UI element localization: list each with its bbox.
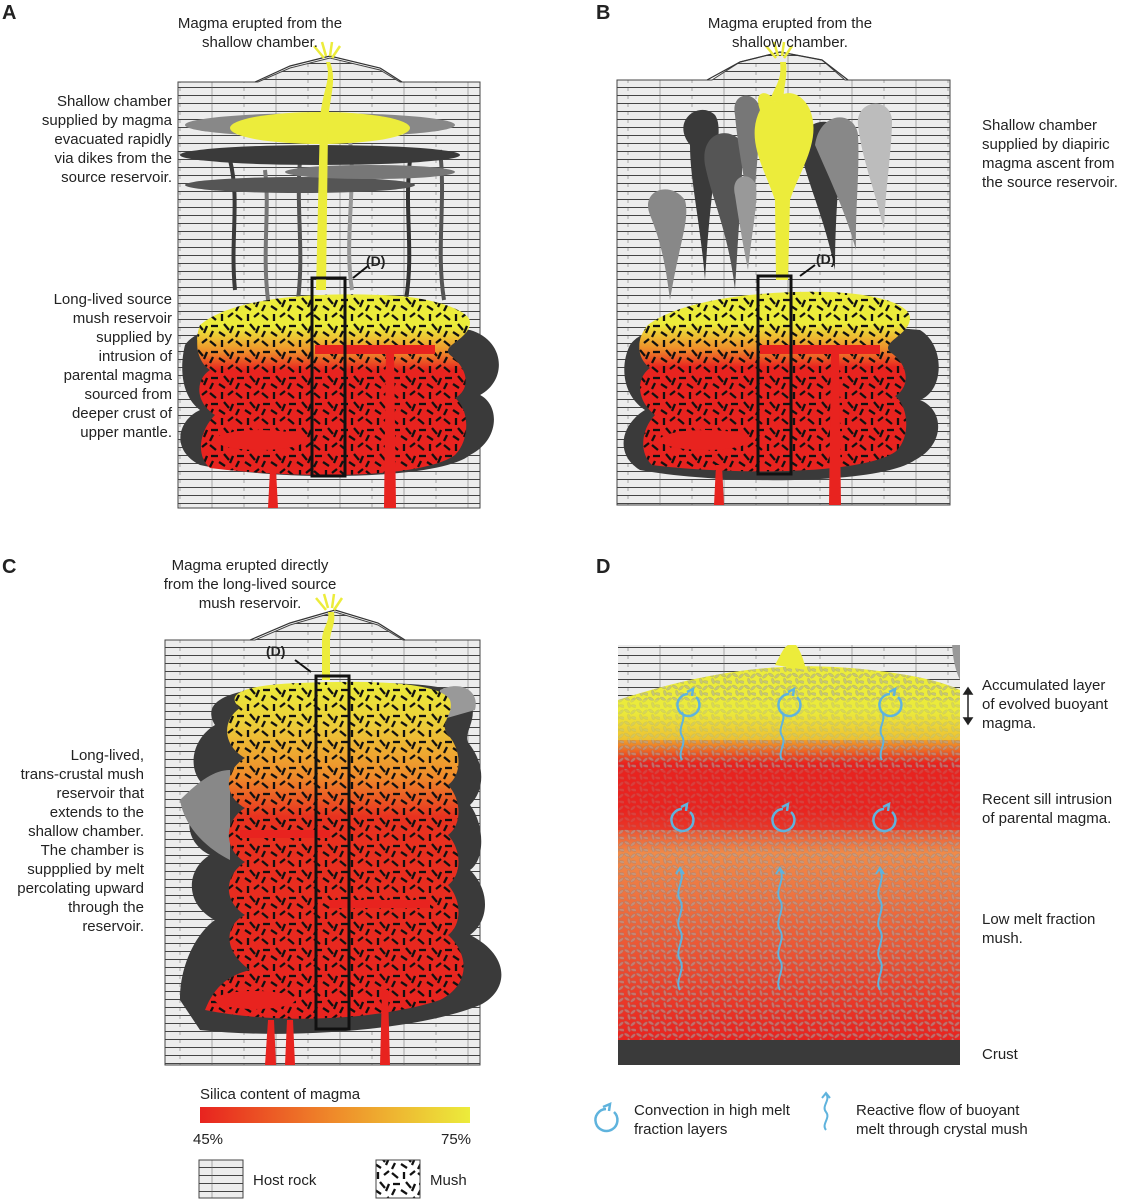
panel-c-box-label: (D) <box>266 643 286 659</box>
mush-legend-label: Mush <box>430 1172 467 1189</box>
panel-a-eruption-icon <box>313 41 342 59</box>
panel-b-box-label: (D) <box>816 251 836 267</box>
convection-legend-icon <box>594 1101 619 1133</box>
reactive-flow-legend-icon <box>821 1091 831 1131</box>
panel-d-convection-icons <box>670 686 903 833</box>
panel-b-diagram <box>616 41 951 506</box>
panel-c-side-note: Long-lived, trans-crustal mush reservoir… <box>17 747 144 935</box>
panel-c-eruption-icon <box>315 593 344 611</box>
panel-a-top-caption: Magma erupted from the shallow chamber. <box>177 15 343 51</box>
panel-d-layer-crust: Crust <box>982 1046 1018 1063</box>
panel-c-top-caption: Magma erupted directly from the long-liv… <box>163 557 337 612</box>
silica-max-label: 75% <box>441 1131 472 1148</box>
panel-c-diagram <box>164 593 502 1066</box>
convection-legend-label: Convection in high melt fraction layers <box>634 1102 790 1138</box>
panel-d-thickness-arrow <box>962 686 974 726</box>
panel-d-reactive-flow-icons <box>675 711 885 991</box>
silica-gradient-bar <box>200 1107 470 1123</box>
panel-d-layer-accumulated: Accumulated layer of evolved buoyant mag… <box>982 677 1108 732</box>
panel-b-mush <box>639 291 910 472</box>
mush-swatch <box>375 1159 421 1199</box>
panel-a-sill <box>285 165 455 179</box>
panel-b-side-note: Shallow chamber supplied by diapiric mag… <box>982 117 1118 191</box>
panel-b-eruption-icon <box>765 41 794 59</box>
host-rock-swatch <box>198 1159 244 1199</box>
panel-b-top-caption: Magma erupted from the shallow chamber. <box>707 15 873 51</box>
host-rock-legend-label: Host rock <box>253 1172 317 1189</box>
panel-a-lower-note: Long-lived source mush reservoir supplie… <box>53 291 172 441</box>
panel-c-mush <box>205 681 464 1019</box>
panel-a-box-label: (D) <box>366 253 386 269</box>
panel-b-shallow-chamber <box>754 93 814 280</box>
panel-d-letter: D <box>596 556 611 578</box>
panel-a-sill <box>185 177 415 193</box>
silica-legend-title: Silica content of magma <box>200 1086 361 1103</box>
panel-b-letter: B <box>596 2 611 24</box>
panel-a-diagram <box>177 41 499 509</box>
panel-b-box-d <box>756 274 793 476</box>
panel-a-mush <box>197 294 470 475</box>
panel-a-conduit <box>316 62 334 290</box>
panel-a-box-d <box>310 276 347 478</box>
panel-a-upper-note: Shallow chamber supplied by magma evacua… <box>41 93 172 186</box>
panel-a-dikes <box>228 139 446 301</box>
panel-d-layer-mush: Low melt fraction mush. <box>982 911 1096 947</box>
panel-c-letter: C <box>2 556 17 578</box>
silica-min-label: 45% <box>193 1131 224 1148</box>
panel-d-diagram <box>618 645 974 1065</box>
panel-b-diapirs <box>648 95 892 300</box>
reactive-flow-legend-label: Reactive flow of buoyant melt through cr… <box>856 1102 1028 1138</box>
panel-d-layer-sill: Recent sill intrusion of parental magma. <box>982 791 1113 827</box>
panel-c-box-d <box>314 674 351 1031</box>
panel-d-crust <box>618 1040 960 1065</box>
panel-a-letter: A <box>2 2 17 24</box>
